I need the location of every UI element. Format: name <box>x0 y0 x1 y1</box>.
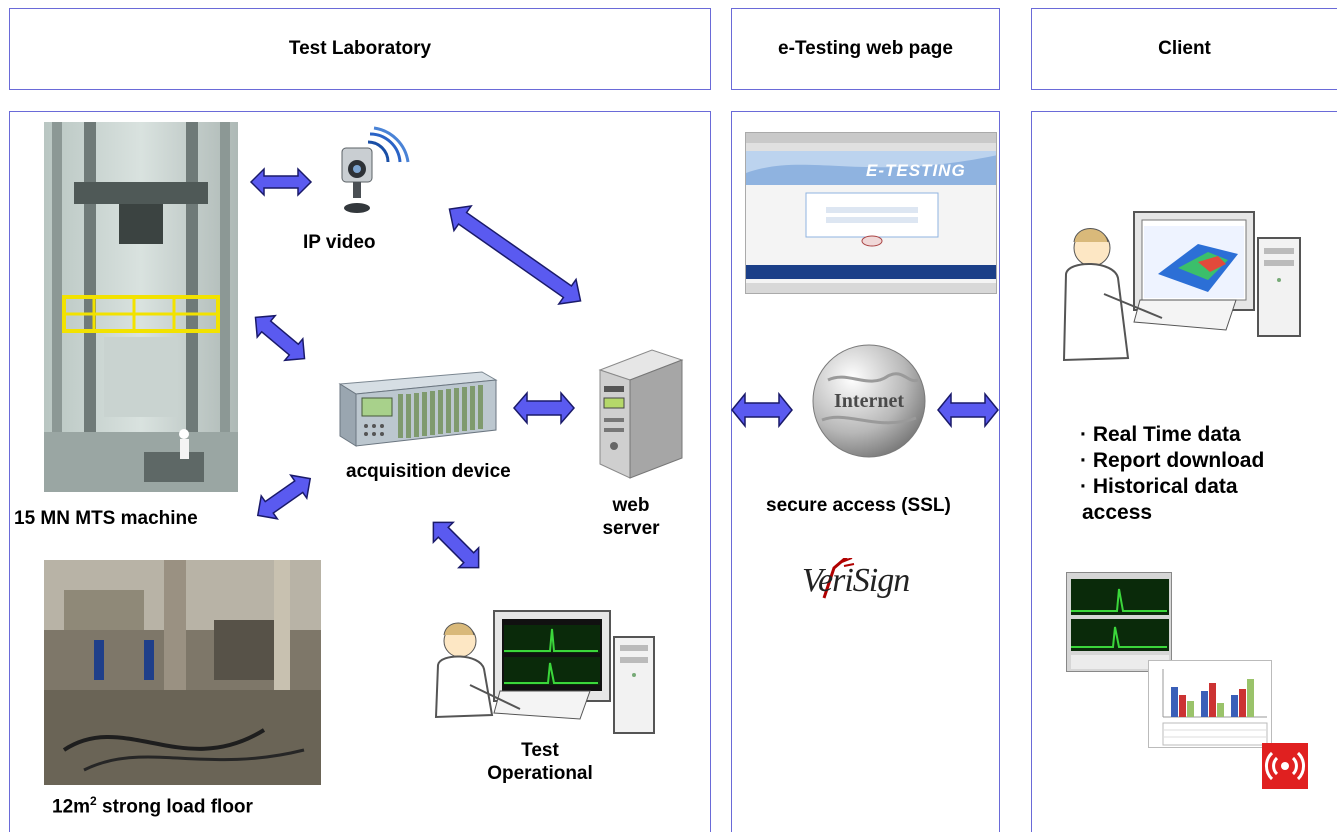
header-client-label: Client <box>1158 38 1211 59</box>
live-signal-icon <box>1262 743 1308 789</box>
client-feature-item: · Historical data <box>1080 475 1238 498</box>
verisign-logo: VeriSign <box>802 558 952 608</box>
load-floor-label-suffix: strong load floor <box>96 796 253 818</box>
client-feature-item: · Report download <box>1080 449 1265 472</box>
etesting-banner-logo: E-TESTING <box>866 161 966 180</box>
client-feature-item: access <box>1082 501 1153 524</box>
operator-label-line1: Test <box>521 740 559 761</box>
load-floor-label-prefix: 12m <box>52 796 91 818</box>
mts-machine-photo <box>44 122 238 492</box>
operator-workstation-icon <box>430 605 662 743</box>
web-server-icon <box>592 340 690 482</box>
client-features-list: · Real Time data · Report download · His… <box>1080 422 1264 526</box>
client-bar-chart-thumbnail <box>1148 660 1272 748</box>
client-signal-screenshot <box>1066 572 1172 672</box>
operator-label: Test Operational <box>470 739 610 785</box>
load-floor-photo <box>44 560 321 785</box>
ip-video-label: IP video <box>303 232 376 253</box>
web-server-label-line2: server <box>602 518 660 539</box>
internet-globe-icon: Internet <box>808 340 930 462</box>
acquisition-device-label: acquisition device <box>346 461 511 482</box>
header-test-laboratory-label: Test Laboratory <box>288 38 432 59</box>
acquisition-device-icon <box>336 368 498 450</box>
web-server-label: web server <box>596 494 666 540</box>
client-feature-item: · Real Time data <box>1080 423 1241 446</box>
load-floor-label: 12m2 strong load floor <box>52 790 253 818</box>
verisign-wordmark: VeriSign <box>802 562 910 599</box>
operator-label-line2: Operational <box>487 763 593 784</box>
etesting-webpage-screenshot: E-TESTING <box>745 132 997 294</box>
mts-machine-label: 15 MN MTS machine <box>14 508 198 529</box>
secure-access-label: secure access (SSL) <box>766 495 951 516</box>
header-etesting-label: e-Testing web page <box>778 38 953 59</box>
client-workstation-icon <box>1058 208 1304 366</box>
ip-camera-icon <box>330 122 412 218</box>
web-server-label-line1: web <box>612 495 650 516</box>
header-test-laboratory: Test Laboratory <box>9 8 711 90</box>
header-etesting-web-page: e-Testing web page <box>731 8 1000 90</box>
internet-globe-label: Internet <box>834 390 904 412</box>
header-client: Client <box>1031 8 1337 90</box>
load-floor-label-sup: 2 <box>90 794 97 808</box>
